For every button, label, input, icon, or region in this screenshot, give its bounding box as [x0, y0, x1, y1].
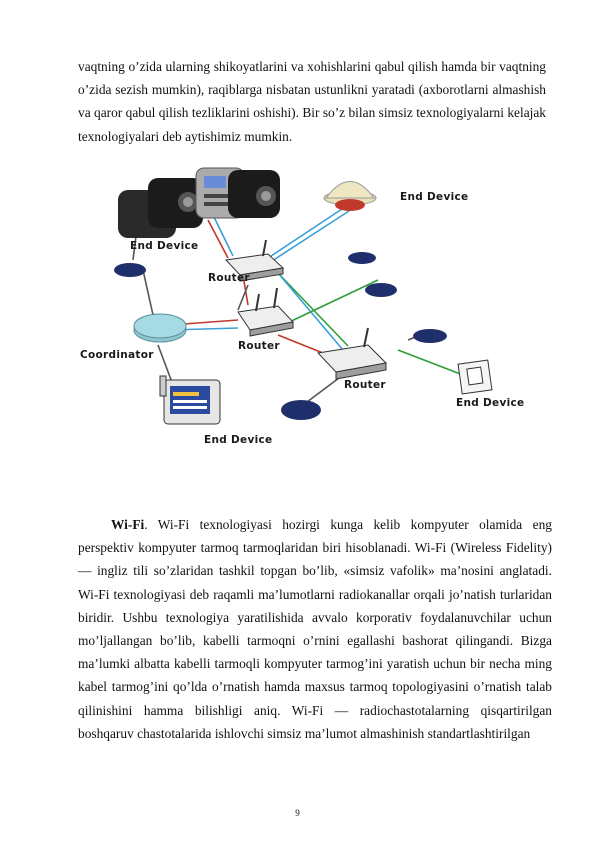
coordinator-icon: [133, 313, 187, 343]
paragraph-wifi: Wi-Fi. Wi-Fi texnologiyasi hozirgi kunga…: [78, 513, 552, 745]
tablet-end-device-icon: [457, 359, 493, 395]
label-end-device-top-right: End Device: [400, 191, 468, 203]
link-speakers-router1-wifi: [212, 214, 234, 257]
link-router2-router3: [277, 334, 324, 354]
link-router1-router3: [277, 272, 349, 347]
router-top-icon: [224, 239, 285, 282]
label-end-device-right: End Device: [456, 397, 524, 409]
puck-icon: [114, 263, 146, 277]
link-coordinator-puck-left: [142, 269, 154, 316]
label-end-device-bottom: End Device: [204, 434, 272, 446]
puck-end-devices: [114, 252, 447, 420]
link-router3-enddevice: [397, 349, 464, 376]
link-router2-puck-top: [237, 284, 249, 311]
label-router-top: Router: [208, 272, 250, 284]
link-router2-puck: [282, 279, 379, 326]
link-router3-puck-bottom: [302, 374, 344, 406]
router-right-icon: [316, 327, 388, 380]
label-router-middle: Router: [238, 340, 280, 352]
puck-icon: [348, 252, 376, 264]
label-end-device-top-left: End Device: [130, 240, 198, 252]
paragraph-wifi-text: . Wi-Fi texnologiyasi hozirgi kunga keli…: [78, 517, 552, 741]
link-dome-router1-b: [271, 208, 353, 262]
puck-icon: [365, 283, 397, 297]
network-diagram: End Device End Device Router Router Rout…: [80, 167, 524, 446]
lamp-end-device-icon: [323, 181, 377, 211]
puck-icon: [281, 400, 321, 420]
keyword-wifi: Wi-Fi: [111, 517, 145, 532]
network-links: [132, 204, 464, 406]
router-middle-icon: [237, 287, 294, 337]
label-router-right: Router: [344, 379, 386, 391]
link-speakers-router1: [207, 219, 229, 259]
link-dome-router1: [267, 204, 349, 259]
label-coordinator: Coordinator: [80, 349, 154, 361]
paragraph-intro: vaqtning o’zida ularning shikoyatlarini …: [78, 59, 546, 144]
puck-icon: [413, 329, 447, 343]
stereo-end-device-icon: [118, 167, 280, 238]
panel-end-device-icon: [159, 375, 221, 425]
page-number: 9: [295, 808, 300, 818]
link-coordinator-panel: [157, 344, 174, 386]
